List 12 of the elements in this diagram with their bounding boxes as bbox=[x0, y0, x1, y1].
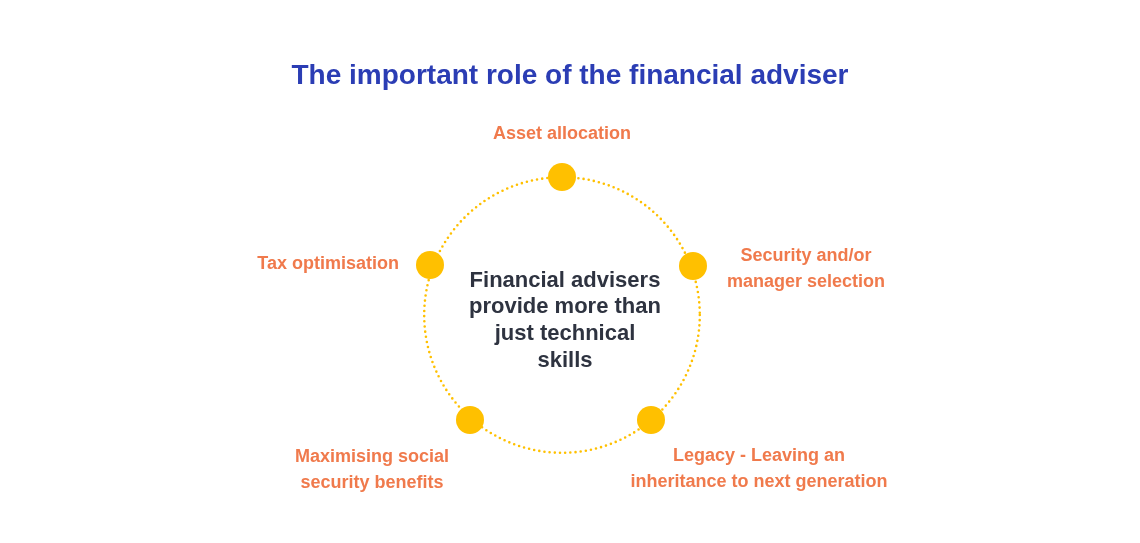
marker-dot bbox=[679, 252, 707, 280]
marker-dot bbox=[548, 163, 576, 191]
topic-label: Tax optimisation bbox=[257, 252, 399, 275]
marker-dot bbox=[637, 406, 665, 434]
topic-label: Legacy - Leaving an inheritance to next generation bbox=[629, 444, 889, 493]
topic-label: Asset allocation bbox=[493, 122, 631, 145]
center-text: Financial advisers provide more than just technical skills bbox=[468, 266, 662, 374]
marker-dot bbox=[456, 406, 484, 434]
marker-dot bbox=[416, 251, 444, 279]
diagram-title: The important role of the financial adviser bbox=[291, 58, 849, 92]
topic-label: Security and/or manager selection bbox=[725, 244, 887, 293]
topic-label: Maximising social security benefits bbox=[293, 445, 451, 494]
